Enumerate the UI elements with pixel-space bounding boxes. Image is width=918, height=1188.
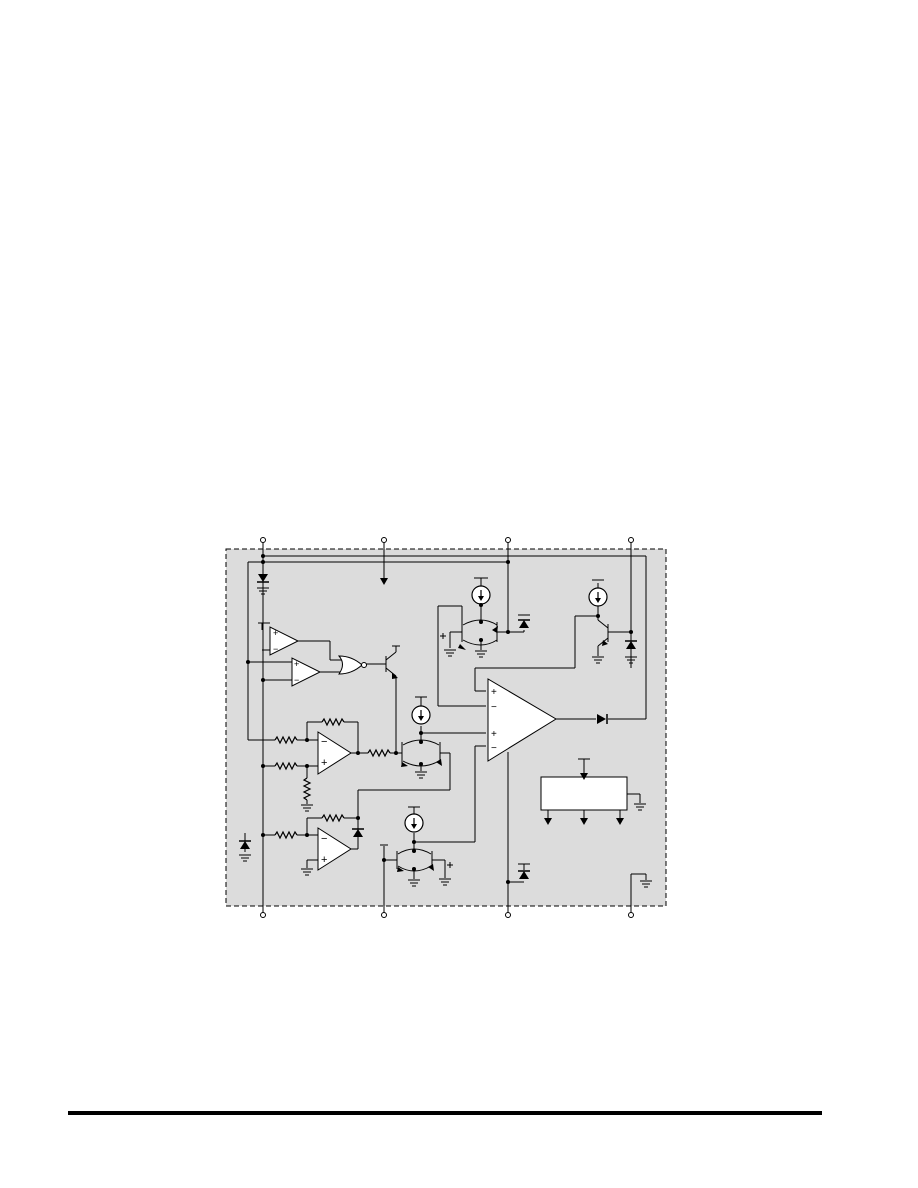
- or-gate: [337, 655, 367, 675]
- ic-boundary: [225, 548, 667, 907]
- op-minus: −: [491, 702, 497, 713]
- op-plus: +: [491, 687, 497, 698]
- op-minus: −: [491, 743, 497, 754]
- diodes: [238, 574, 638, 880]
- junctions: [246, 554, 633, 884]
- op-minus: −: [321, 833, 327, 845]
- pin-bottom-1: [260, 912, 266, 918]
- comparator-upper: + −: [269, 626, 300, 656]
- op-minus: −: [321, 736, 327, 748]
- op-plus: +: [491, 729, 497, 740]
- pin-top-3: [505, 537, 511, 543]
- pin-bottom-3: [505, 912, 511, 918]
- reference-block: [540, 776, 628, 811]
- pin-top-4: [628, 537, 634, 543]
- amplifier-lower: − +: [317, 827, 352, 871]
- pin-top-2: [381, 537, 387, 543]
- op-plus: +: [273, 628, 278, 638]
- amplifier-upper: − +: [317, 731, 352, 775]
- pin-top-1: [260, 537, 266, 543]
- op-minus: −: [294, 675, 299, 685]
- op-minus: −: [273, 644, 278, 654]
- arrows: [380, 578, 624, 872]
- polarity-marks: [440, 633, 453, 868]
- pin-bottom-4: [628, 912, 634, 918]
- op-plus: +: [321, 854, 327, 866]
- main-amplifier: + − + −: [487, 678, 557, 762]
- pin-bottom-2: [381, 912, 387, 918]
- comparator-lower: + −: [291, 657, 322, 687]
- op-plus: +: [321, 757, 327, 769]
- op-plus: +: [294, 659, 299, 669]
- footer-rule: [68, 1111, 822, 1115]
- wiring: [244, 543, 647, 913]
- pins: [260, 537, 634, 918]
